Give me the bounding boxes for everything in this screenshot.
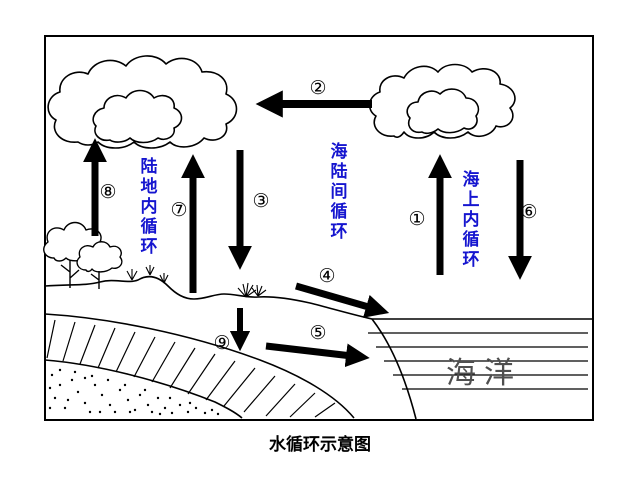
hatch-lines (46, 319, 336, 418)
diagram-caption: 水循环示意图 (269, 435, 371, 455)
cloud-right (368, 63, 516, 139)
arrow-8-label: ⑧ (99, 181, 117, 203)
arrow-9-label: ⑨ (213, 332, 231, 354)
arrow-4 (295, 282, 390, 318)
cloud-left (47, 55, 238, 149)
arrow-4-label: ④ (318, 265, 336, 287)
label-land-internal-cycle: 陆地内循环 (136, 157, 157, 257)
stratum-top-edge (44, 313, 355, 419)
land-surface (44, 275, 373, 320)
beach-slope (371, 318, 417, 420)
tree-crown (76, 241, 123, 273)
tree-trunk (90, 271, 100, 289)
terrain (44, 275, 592, 420)
dotted-stratum (48, 368, 220, 416)
flow-arrows (83, 90, 532, 368)
grass-tufts (126, 265, 267, 298)
arrow-3-label: ③ (252, 190, 270, 212)
water-lines (368, 332, 588, 390)
arrow-6-label: ⑥ (520, 201, 538, 223)
tree-trunk (60, 260, 80, 288)
arrow-5 (265, 342, 370, 368)
arrow-2-label: ② (309, 77, 327, 99)
arrow-5-label: ⑤ (309, 322, 327, 344)
arrow-1-label: ① (408, 208, 426, 230)
arrow-7-label: ⑦ (170, 199, 188, 221)
stratum-bottom-edge (44, 359, 243, 419)
trees (43, 221, 267, 298)
label-sea-land-cycle: 海陆间循环 (326, 142, 347, 242)
label-sea-internal-cycle: 海上内循环 (458, 170, 479, 270)
label-ocean: 海洋 (446, 356, 522, 391)
